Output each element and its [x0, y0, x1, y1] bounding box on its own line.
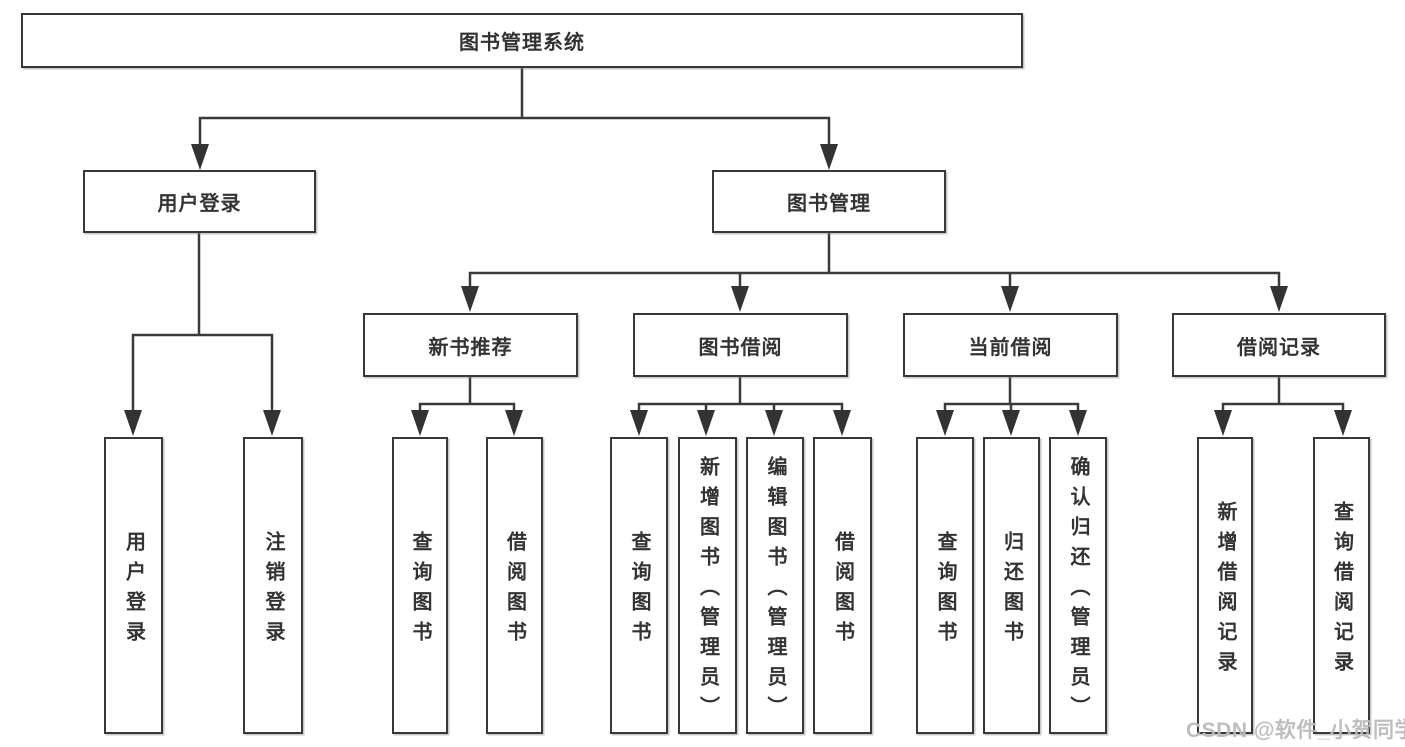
leaf-bb-query: 查询图书	[610, 437, 668, 734]
arrowhead-br-add	[1214, 410, 1232, 436]
connector-userlogin-to-leaves	[131, 230, 274, 414]
arrowhead-cb-confirm	[1069, 410, 1087, 436]
node-borrow-records: 借阅记录	[1172, 313, 1386, 377]
leaf-nb-query-label: 查询图书	[409, 530, 431, 651]
leaf-bb-edit-label: 编辑图书（管理员）	[764, 455, 786, 726]
leaf-cb-return-label: 归还图书	[1000, 530, 1023, 651]
leaf-logout-label: 注销登录	[262, 530, 284, 651]
leaf-br-add-label: 新增借阅记录	[1214, 500, 1236, 681]
arrowhead-bb-edit	[765, 410, 783, 436]
leaf-br-add: 新增借阅记录	[1197, 437, 1253, 734]
node-root-label: 图书管理系统	[459, 32, 585, 54]
arrowhead-bb-query	[630, 410, 648, 436]
connector-borrowrecords-to-leaves	[1221, 374, 1345, 414]
node-current-borrow: 当前借阅	[903, 313, 1118, 377]
arrowhead-nb-borrow	[505, 410, 523, 436]
leaf-user-login-label: 用户登录	[122, 530, 145, 651]
node-book-mgmt-label: 图书管理	[787, 193, 871, 215]
arrowhead-leaf-logout	[263, 410, 281, 436]
node-user-login: 用户登录	[83, 170, 316, 233]
arrowhead-bb-add	[697, 410, 715, 436]
arrowhead-leaf-user-login	[124, 410, 142, 436]
connector-currentborrow-to-leaves	[943, 374, 1080, 414]
node-user-login-label: 用户登录	[157, 193, 242, 215]
leaf-cb-confirm-label: 确认归还（管理员）	[1067, 455, 1089, 726]
leaf-bb-query-label: 查询图书	[628, 530, 650, 651]
leaf-bb-edit: 编辑图书（管理员）	[746, 437, 804, 734]
connector-root-to-level2	[198, 65, 831, 148]
leaf-user-login: 用户登录	[104, 437, 163, 734]
connector-bookmgmt-to-level3	[468, 230, 1281, 290]
arrowhead-nb-query	[411, 410, 429, 436]
leaf-logout: 注销登录	[243, 437, 303, 734]
connector-bookborrow-to-leaves	[637, 374, 844, 414]
leaf-cb-query-label: 查询图书	[934, 530, 956, 651]
leaf-cb-return: 归还图书	[983, 437, 1040, 734]
node-root: 图书管理系统	[21, 13, 1023, 68]
arrowhead-cb-query	[936, 410, 954, 436]
arrowhead-book-mgmt	[820, 144, 838, 170]
arrowhead-borrow-records	[1270, 286, 1288, 312]
connector-newbookrec-to-leaves	[418, 374, 516, 414]
leaf-bb-add: 新增图书（管理员）	[678, 437, 737, 734]
node-book-borrow-label: 图书借阅	[698, 336, 783, 359]
arrowhead-user-login	[191, 144, 209, 170]
leaf-nb-borrow: 借阅图书	[486, 437, 543, 734]
leaf-bb-borrow: 借阅图书	[813, 437, 872, 734]
leaf-nb-borrow-label: 借阅图书	[503, 530, 526, 651]
csdn-watermark: CSDN @软件_小贺同学	[1186, 719, 1405, 742]
arrowhead-book-borrow	[731, 286, 749, 312]
arrowhead-new-book-rec	[461, 286, 479, 312]
node-current-borrow-label: 当前借阅	[968, 336, 1053, 359]
leaf-cb-confirm: 确认归还（管理员）	[1049, 437, 1107, 734]
node-book-borrow: 图书借阅	[633, 313, 848, 377]
node-book-mgmt: 图书管理	[712, 170, 946, 233]
leaf-br-query: 查询借阅记录	[1313, 437, 1370, 734]
leaf-cb-query: 查询图书	[916, 437, 974, 734]
arrowhead-cb-return	[1002, 410, 1020, 436]
arrowhead-bb-borrow	[833, 410, 851, 436]
leaf-br-query-label: 查询借阅记录	[1330, 500, 1353, 681]
leaf-nb-query: 查询图书	[392, 437, 448, 734]
node-new-book-rec: 新书推荐	[363, 313, 578, 377]
node-borrow-records-label: 借阅记录	[1237, 336, 1321, 359]
leaf-bb-borrow-label: 借阅图书	[831, 530, 854, 651]
node-new-book-rec-label: 新书推荐	[428, 336, 513, 359]
leaf-bb-add-label: 新增图书（管理员）	[696, 455, 719, 726]
arrowhead-br-query	[1334, 410, 1352, 436]
arrowhead-current-borrow	[1001, 286, 1019, 312]
